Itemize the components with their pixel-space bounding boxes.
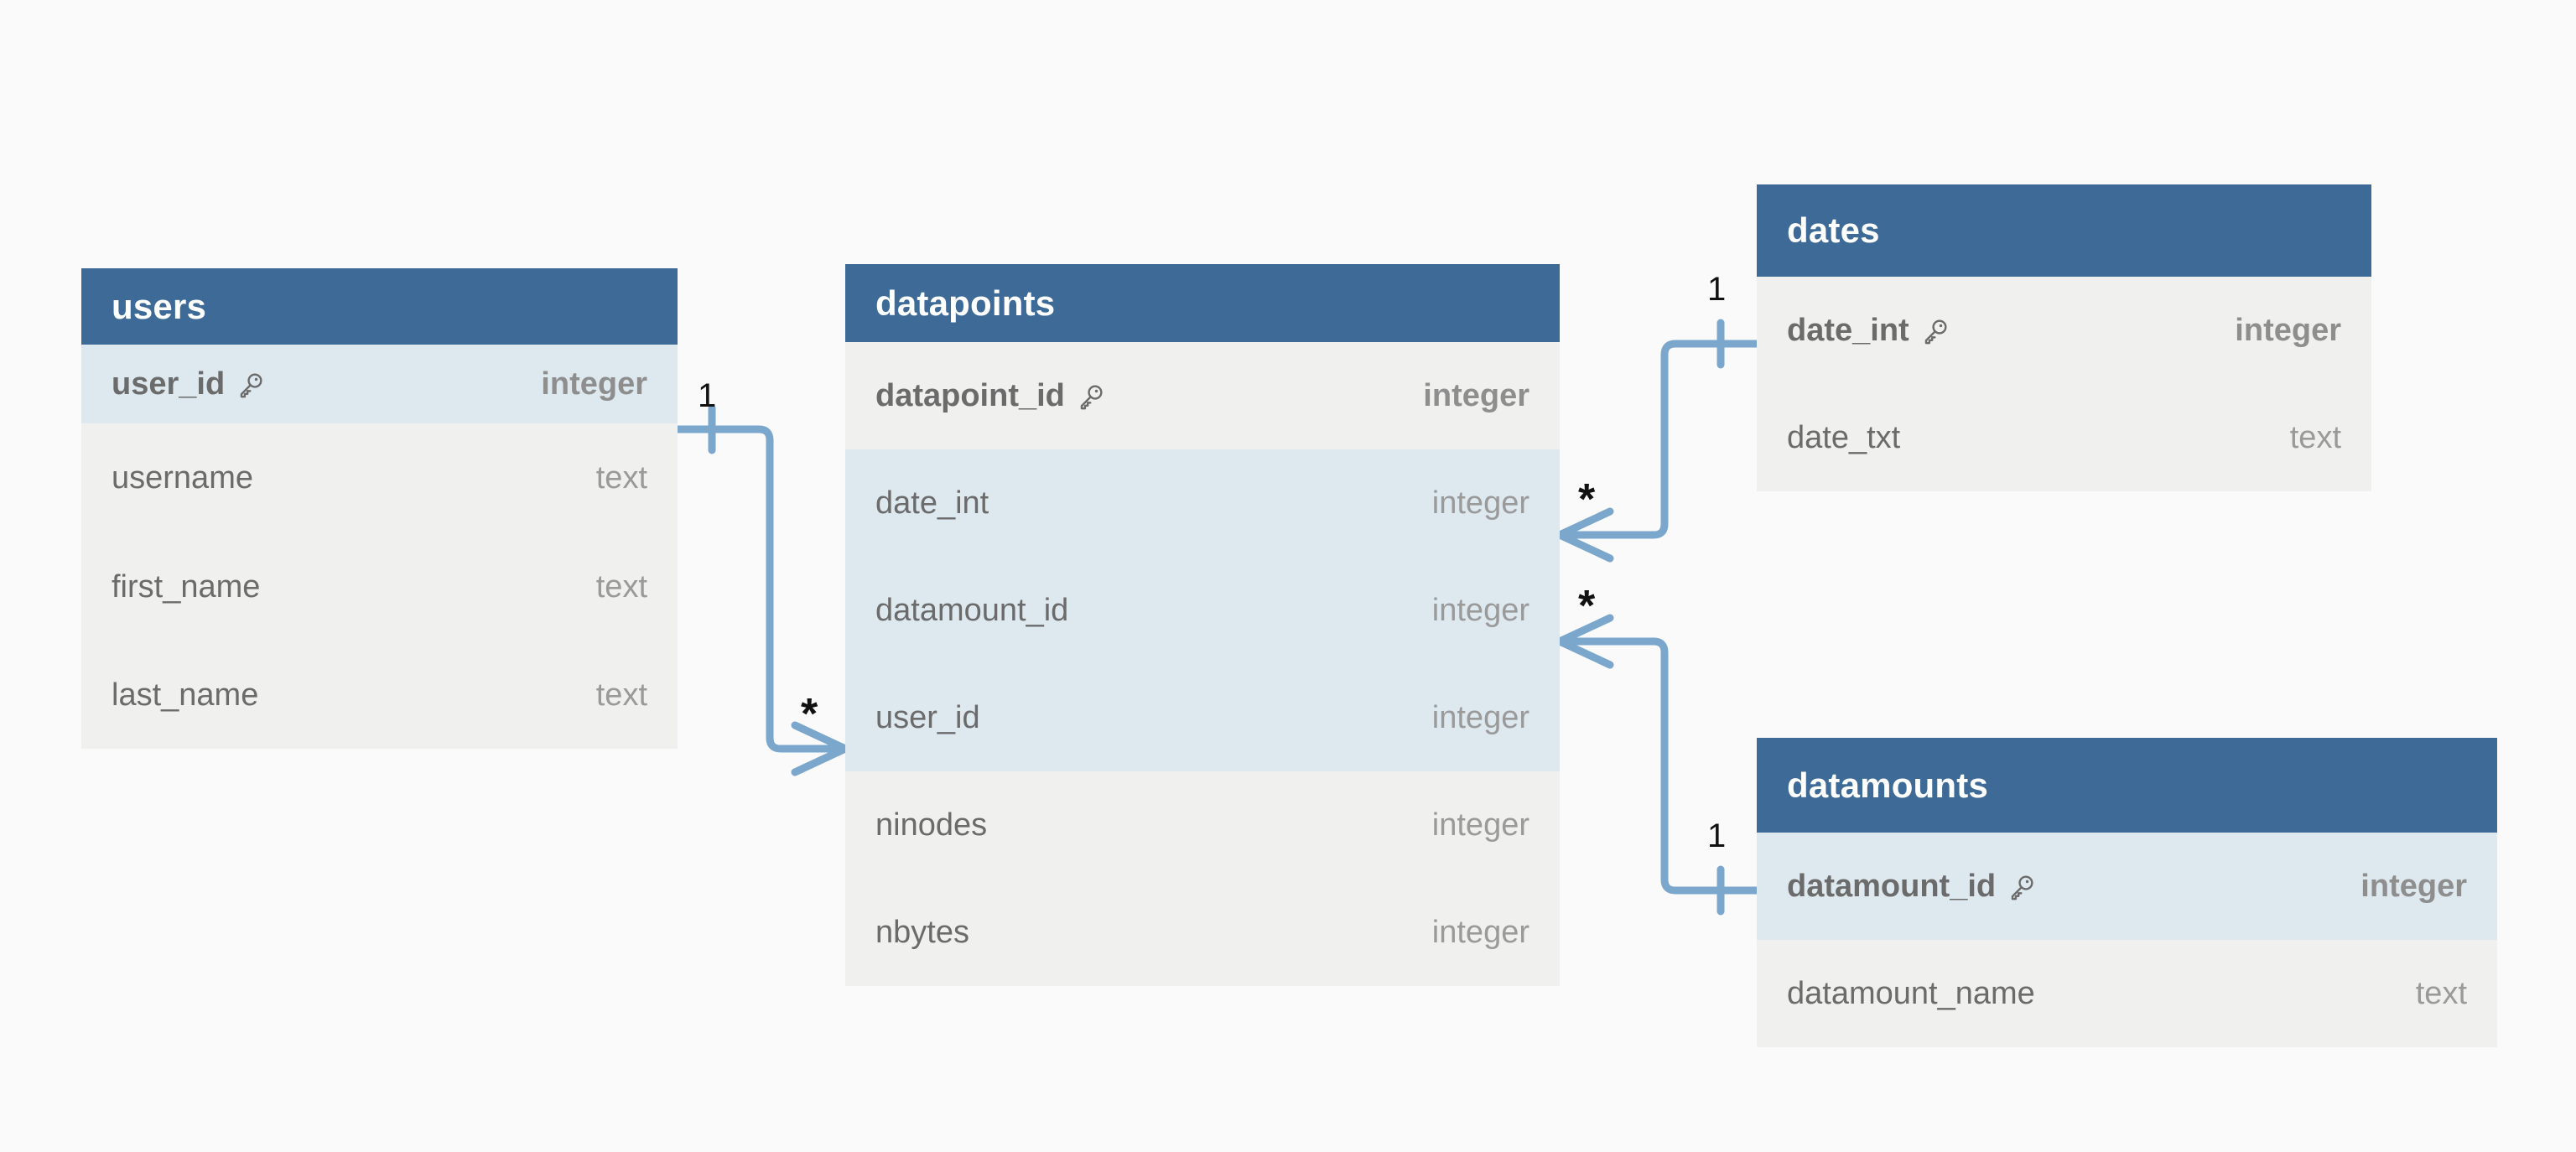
relationship-datamounts-datapoints bbox=[1555, 614, 1761, 916]
column-name: datamount_name bbox=[1787, 976, 2035, 1011]
primary-key-icon bbox=[1077, 382, 1105, 411]
column-type: integer bbox=[1431, 700, 1530, 735]
column-name: nbytes bbox=[875, 915, 969, 950]
column-name: datapoint_id bbox=[875, 378, 1065, 413]
column-row[interactable]: date_txt text bbox=[1757, 384, 2371, 491]
entity-columns-dates: date_int integer date_txt text bbox=[1757, 277, 2371, 491]
column-type: text bbox=[595, 568, 647, 605]
column-type: text bbox=[2415, 976, 2467, 1011]
column-type: integer bbox=[541, 366, 647, 402]
entity-table-datapoints[interactable]: datapoints datapoint_id integer bbox=[845, 264, 1560, 986]
entity-header-dates: dates bbox=[1757, 184, 2371, 277]
cardinality-dates-one: 1 bbox=[1707, 271, 1727, 308]
column-row[interactable]: user_id integer bbox=[81, 345, 678, 423]
column-name: user_id bbox=[112, 366, 226, 402]
column-row[interactable]: first_name text bbox=[81, 532, 678, 641]
column-row[interactable]: nbytes integer bbox=[845, 879, 1560, 986]
entity-table-dates[interactable]: dates date_int integer bbox=[1757, 184, 2371, 491]
column-row[interactable]: date_int integer bbox=[1757, 277, 2371, 384]
cardinality-datapoints-date-many: * bbox=[1578, 475, 1596, 524]
column-type: text bbox=[595, 460, 647, 496]
column-name: date_int bbox=[1787, 313, 1909, 348]
entity-table-datamounts[interactable]: datamounts datamount_id integer bbox=[1757, 738, 2497, 1047]
cardinality-datapoints-user-many: * bbox=[801, 690, 818, 739]
column-name: date_int bbox=[875, 485, 989, 521]
cardinality-datapoints-datamount-many: * bbox=[1578, 582, 1596, 630]
column-name: date_txt bbox=[1787, 420, 1901, 455]
entity-columns-datamounts: datamount_id integer datamount_name text bbox=[1757, 833, 2497, 1047]
column-name: last_name bbox=[112, 677, 259, 713]
column-type: integer bbox=[1423, 378, 1530, 413]
column-type: integer bbox=[1431, 593, 1530, 628]
primary-key-icon bbox=[236, 371, 265, 399]
column-row[interactable]: username text bbox=[81, 423, 678, 532]
column-row[interactable]: last_name text bbox=[81, 641, 678, 749]
column-type: integer bbox=[1431, 915, 1530, 950]
entity-header-users: users bbox=[81, 268, 678, 345]
column-name: ninodes bbox=[875, 807, 988, 843]
column-row[interactable]: ninodes integer bbox=[845, 771, 1560, 879]
column-type: text bbox=[2289, 420, 2341, 455]
column-name: datamount_id bbox=[875, 593, 1069, 628]
entity-title: users bbox=[112, 286, 207, 326]
column-name: user_id bbox=[875, 700, 980, 735]
entity-title: datapoints bbox=[875, 283, 1056, 323]
column-name: first_name bbox=[112, 568, 261, 605]
column-name: username bbox=[112, 460, 253, 496]
primary-key-icon bbox=[2007, 873, 2036, 901]
entity-columns-datapoints: datapoint_id integer date_int integer bbox=[845, 342, 1560, 986]
entity-title: datamounts bbox=[1787, 765, 1989, 805]
column-type: integer bbox=[2235, 313, 2341, 348]
entity-header-datamounts: datamounts bbox=[1757, 738, 2497, 833]
entity-header-datapoints: datapoints bbox=[845, 264, 1560, 342]
column-row[interactable]: date_int integer bbox=[845, 449, 1560, 557]
column-row[interactable]: datamount_name text bbox=[1757, 940, 2497, 1047]
column-name: datamount_id bbox=[1787, 869, 1997, 904]
cardinality-datamounts-one: 1 bbox=[1707, 817, 1727, 854]
cardinality-users-one: 1 bbox=[698, 377, 717, 414]
entity-title: dates bbox=[1787, 210, 1880, 250]
entity-columns-users: user_id integer username text bbox=[81, 345, 678, 749]
column-type: integer bbox=[1431, 807, 1530, 843]
column-type: integer bbox=[2360, 869, 2467, 904]
column-type: integer bbox=[1431, 485, 1530, 521]
column-row[interactable]: user_id integer bbox=[845, 664, 1560, 771]
primary-key-icon bbox=[1921, 317, 1950, 345]
column-row[interactable]: datamount_id integer bbox=[1757, 833, 2497, 940]
entity-table-users[interactable]: users user_id integer bbox=[81, 268, 678, 749]
column-row[interactable]: datapoint_id integer bbox=[845, 342, 1560, 449]
column-type: text bbox=[595, 677, 647, 713]
relationship-users-datapoints bbox=[673, 404, 849, 776]
column-row[interactable]: datamount_id integer bbox=[845, 557, 1560, 664]
